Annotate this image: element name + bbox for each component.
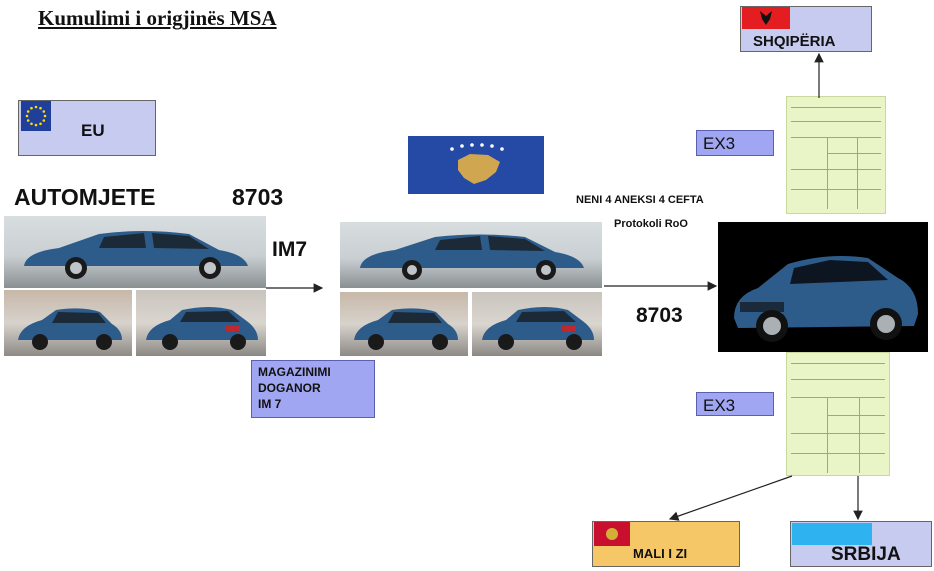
ex3-document-top — [786, 96, 886, 214]
automjete-code: 8703 — [232, 184, 284, 210]
automjete-label: AUTOMJETE — [14, 184, 156, 210]
car-photo-rear-left — [136, 290, 266, 356]
serbia-tab — [792, 523, 872, 545]
magazinimi-line-3: IM 7 — [258, 397, 282, 411]
mali-i-zi-box: MALI I ZI — [592, 521, 740, 567]
shqiperia-box: SHQIPËRIA — [740, 6, 872, 52]
code-right-label: 8703 — [636, 304, 683, 327]
albania-flag-icon — [742, 7, 790, 29]
protokoli-roo-label: Protokoli RoO — [614, 218, 688, 230]
car-photo-front-left — [4, 290, 132, 356]
car-photo-side-middle — [340, 222, 602, 288]
srbija-label: SRBIJA — [831, 544, 901, 565]
car-photo-side-left — [4, 216, 266, 288]
srbija-box: SRBIJA — [790, 521, 932, 567]
shqiperia-label: SHQIPËRIA — [753, 33, 836, 50]
montenegro-flag-icon — [594, 522, 630, 546]
im7-label: IM7 — [272, 238, 308, 261]
car-photo-rear-middle — [472, 292, 602, 356]
eu-label: EU — [81, 121, 105, 140]
eu-flag-icon — [21, 101, 51, 131]
car-photo-black-background — [718, 222, 928, 352]
diagram-title: Kumulimi i origjinës MSA — [38, 6, 277, 30]
arrow-down-to-mali-i-zi — [668, 475, 793, 521]
kosovo-flag-icon — [408, 136, 544, 194]
ex3-document-bottom — [786, 352, 890, 476]
mali-i-zi-label: MALI I ZI — [633, 546, 688, 561]
car-photo-front-middle — [340, 292, 468, 356]
magazinimi-line-2: DOGANOR — [258, 381, 321, 395]
magazinimi-doganor-box: MAGAZINIMI DOGANOR IM 7 — [251, 360, 375, 418]
ex3-box-bottom: EX3 — [696, 392, 774, 416]
neni-cefta-label: NENI 4 ANEKSI 4 CEFTA — [576, 194, 704, 206]
ex3-box-top: EX3 — [696, 130, 774, 156]
eu-box: EU — [18, 100, 156, 156]
magazinimi-line-1: MAGAZINIMI — [258, 365, 331, 379]
